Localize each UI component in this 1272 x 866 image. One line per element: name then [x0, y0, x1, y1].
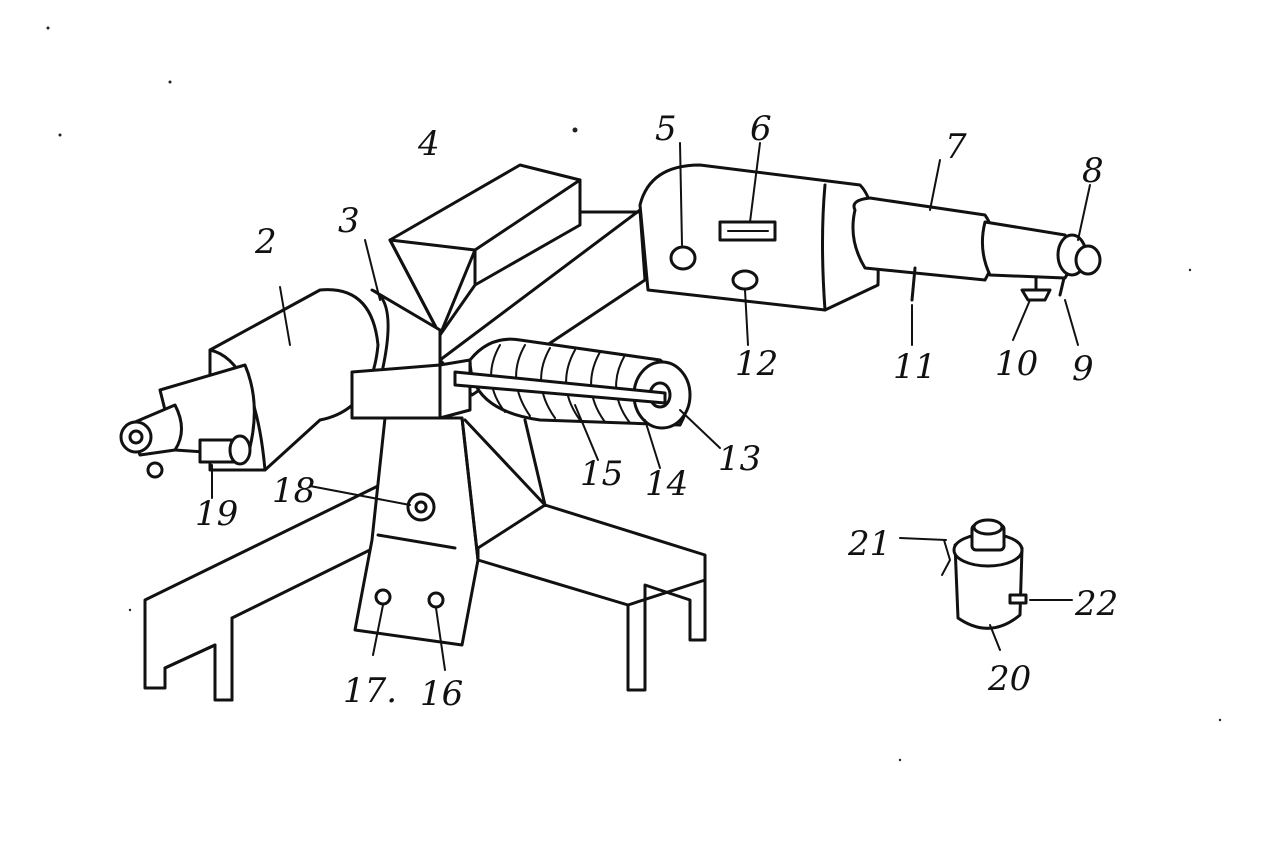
- jar: [941, 518, 1028, 630]
- callout-11: 11: [893, 347, 936, 387]
- callout-12: 12: [735, 344, 778, 384]
- callout-6: 6: [750, 109, 772, 149]
- callout-17: 17.: [343, 671, 397, 711]
- callout-2: 2: [254, 222, 277, 262]
- callout-14: 14: [645, 464, 688, 504]
- callout-4: 4: [417, 124, 440, 164]
- base-frame: [143, 416, 707, 702]
- callout-9: 9: [1072, 349, 1094, 389]
- coil-roll: [453, 337, 692, 507]
- left-barrel: [119, 288, 380, 479]
- scan-noise: [46, 26, 1222, 762]
- callout-3: 3: [338, 201, 360, 241]
- callout-20: 20: [987, 659, 1031, 699]
- right-housing: [638, 163, 880, 312]
- callout-13: 13: [718, 439, 761, 479]
- callout-19: 19: [195, 494, 238, 534]
- callout-18: 18: [272, 471, 315, 511]
- callout-16: 16: [420, 674, 463, 714]
- right-barrel: [851, 196, 1102, 302]
- callout-labels: 2 3 4 5 6 7 8 9 10 11 12 13 14 15 16 17.…: [195, 109, 1118, 714]
- callout-10: 10: [995, 344, 1038, 384]
- callout-5: 5: [655, 109, 677, 149]
- callout-7: 7: [945, 127, 967, 167]
- leader-lines: [211, 142, 1091, 671]
- callout-8: 8: [1082, 151, 1104, 191]
- callout-21: 21: [847, 524, 891, 564]
- callout-22: 22: [1074, 584, 1118, 624]
- callout-15: 15: [580, 454, 623, 494]
